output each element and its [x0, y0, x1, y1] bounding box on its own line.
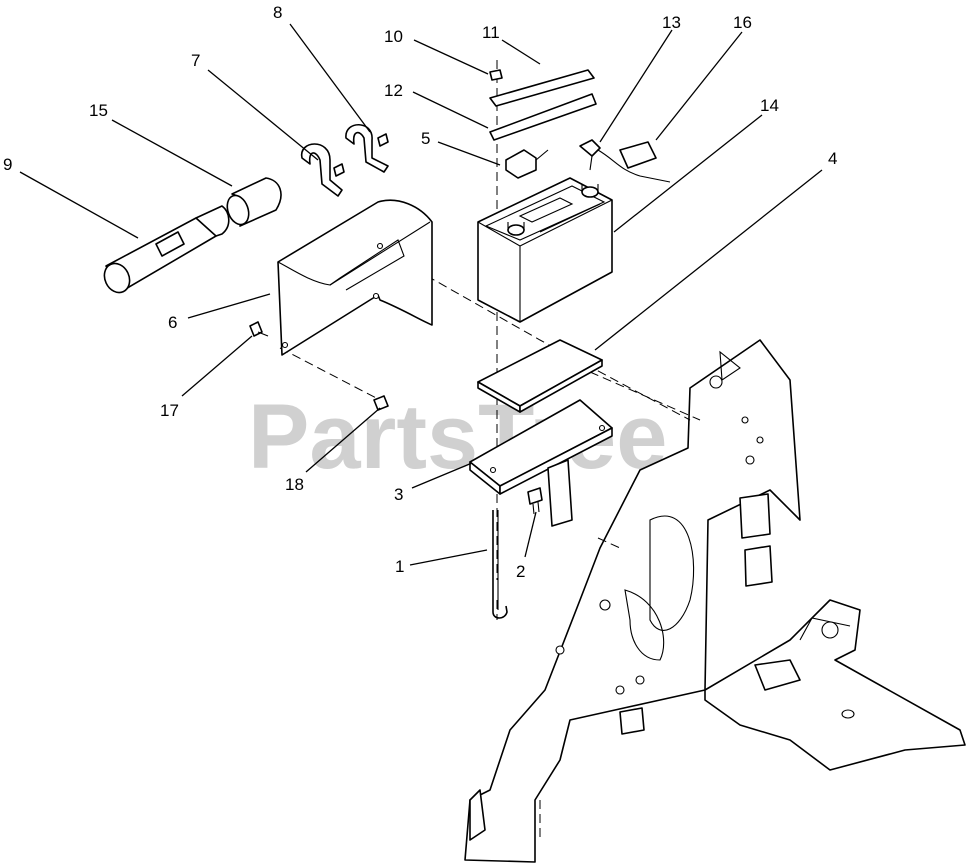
- part-7-clamp: [301, 143, 345, 197]
- part-18-spacer: [373, 395, 389, 411]
- callout-9: 9: [3, 155, 12, 174]
- callout-11: 11: [482, 23, 500, 42]
- callout-2: 2: [516, 562, 525, 581]
- part-5-terminal-boot: [505, 149, 549, 179]
- part-13-connector: [579, 139, 601, 171]
- frame-side-plate: [464, 339, 801, 863]
- callout-4: 4: [828, 149, 837, 168]
- callout-10: 10: [384, 27, 403, 46]
- part-6-cover: [277, 199, 433, 356]
- callout-1: 1: [395, 557, 404, 576]
- callout-12: 12: [384, 81, 403, 100]
- callout-5: 5: [421, 129, 430, 148]
- leader-lines: [19, 23, 823, 566]
- callout-numbers: 1 2 3 4 5 6 7 8 9 10 11 12 13 14 15 16 1…: [3, 3, 837, 581]
- part-12-strap: [489, 93, 597, 141]
- part-15-sleeve: [226, 177, 282, 227]
- callout-6: 6: [168, 313, 177, 332]
- part-3-battery-tray: [469, 399, 613, 527]
- callout-7: 7: [191, 51, 200, 70]
- floor-pan: [704, 599, 966, 771]
- callout-18: 18: [285, 475, 304, 494]
- part-16-cable: [597, 141, 671, 183]
- callout-15: 15: [89, 101, 108, 120]
- part-8-clamp: [345, 124, 389, 173]
- callout-17: 17: [160, 401, 179, 420]
- part-17-bolt: [249, 321, 269, 337]
- callout-13: 13: [662, 13, 681, 32]
- part-1-rod: [492, 510, 508, 619]
- part-14-battery: [477, 177, 613, 323]
- callout-3: 3: [394, 485, 403, 504]
- callout-8: 8: [273, 3, 282, 22]
- part-4-pad: [477, 339, 603, 413]
- part-11-strap: [489, 69, 595, 107]
- part-10-nut: [489, 69, 503, 81]
- callout-14: 14: [760, 96, 779, 115]
- part-9-handle: [103, 205, 230, 294]
- callout-16: 16: [733, 13, 752, 32]
- part-2-bolt: [527, 487, 543, 515]
